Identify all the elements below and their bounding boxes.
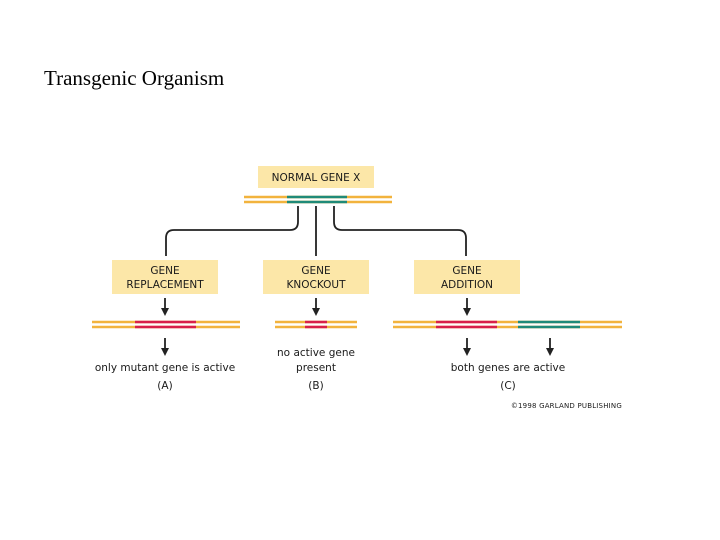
gene-addition-box — [414, 260, 520, 294]
result-b-line1: no active gene — [277, 347, 355, 359]
gene-replacement-label-line2: REPLACEMENT — [126, 279, 204, 291]
dna-addition — [393, 320, 622, 329]
gene-addition-label-line2: ADDITION — [441, 279, 493, 291]
slide-title: Transgenic Organism — [44, 66, 225, 90]
gene-addition-label-line1: GENE — [452, 265, 481, 277]
branch-connectors — [165, 206, 467, 256]
gene-replacement-box — [112, 260, 218, 294]
gene-knockout-label-line2: KNOCKOUT — [286, 279, 346, 291]
panel-a: (A) — [157, 380, 172, 392]
dna-knockout — [275, 320, 357, 329]
copyright-notice: ©1998 GARLAND PUBLISHING — [511, 402, 622, 410]
gene-replacement-label-line1: GENE — [150, 265, 179, 277]
panel-b: (B) — [308, 380, 323, 392]
dna-replacement — [92, 320, 240, 329]
panel-c: (C) — [500, 380, 516, 392]
normal-gene-box — [258, 166, 374, 188]
result-c: both genes are active — [451, 362, 565, 374]
result-a: only mutant gene is active — [95, 362, 235, 374]
gene-knockout-box — [263, 260, 369, 294]
result-b-line2: present — [296, 362, 336, 374]
normal-dna — [244, 195, 392, 204]
normal-gene-label: NORMAL GENE X — [272, 172, 361, 184]
gene-knockout-label-line1: GENE — [301, 265, 330, 277]
